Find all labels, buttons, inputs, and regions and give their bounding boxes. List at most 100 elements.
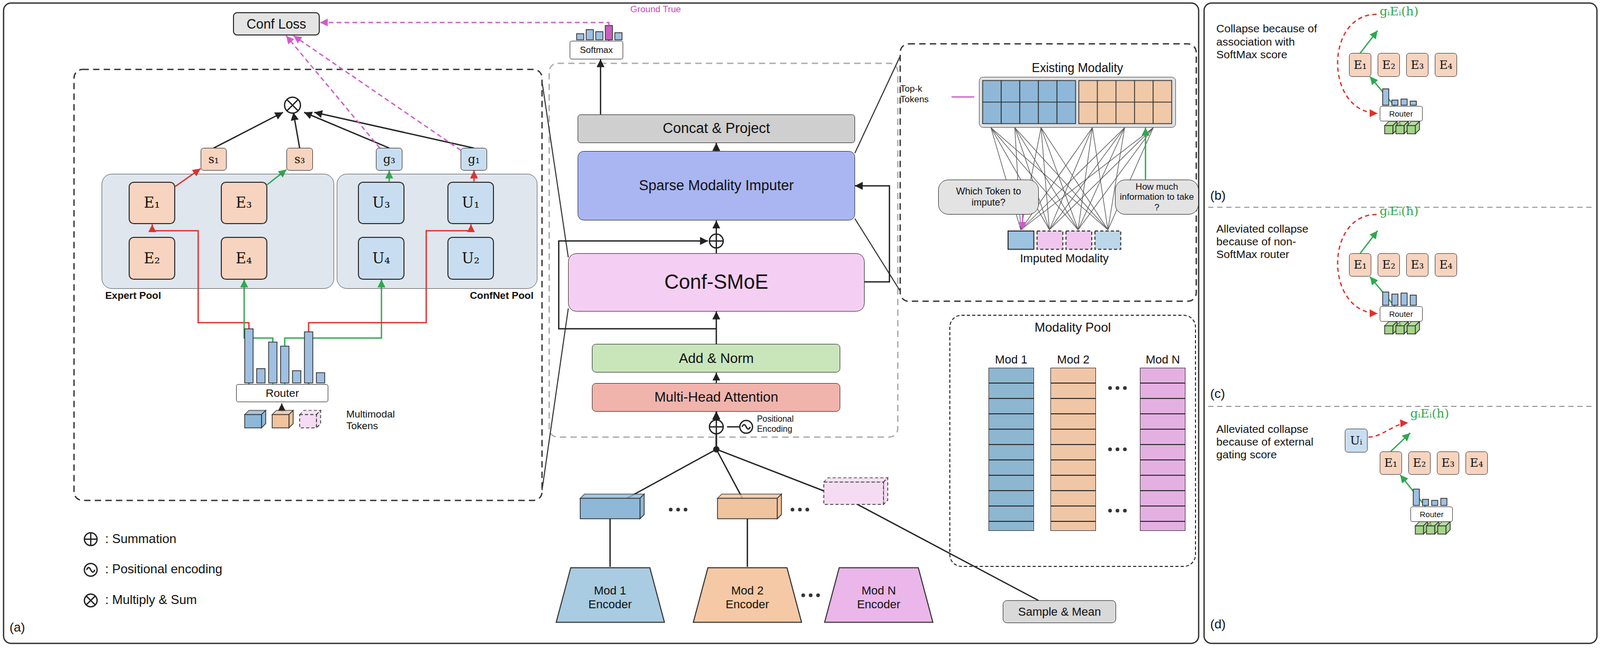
sample-box: Sample & Mean <box>1002 599 1117 623</box>
node-label: How much information to take ? <box>1119 181 1195 213</box>
ellipsis-dot <box>676 507 680 511</box>
expert-box: E₂ <box>1408 451 1431 475</box>
node-label: U₄ <box>372 249 391 267</box>
zoom-line <box>542 81 569 257</box>
node-label: Concat & Project <box>662 120 771 137</box>
score-bar <box>316 372 326 383</box>
modality-column: Mod 1 <box>988 367 1035 531</box>
attention-line <box>1014 127 1079 230</box>
token-cell <box>982 101 1002 124</box>
legend-entry: : Positional encoding <box>104 561 222 577</box>
product-line <box>213 112 284 148</box>
imputed-cell <box>1094 230 1121 250</box>
score-bar <box>244 328 254 383</box>
cube-front <box>1407 325 1416 334</box>
imputed-cell <box>1065 230 1092 250</box>
token-cell <box>982 80 1002 103</box>
panel-frame <box>1203 3 1597 643</box>
token-cube <box>580 493 645 519</box>
token-grid <box>1006 229 1123 251</box>
token-cube <box>1396 121 1409 134</box>
node-label: Modality Pool <box>1034 319 1111 335</box>
imputer-box: Sparse Modality Imputer <box>577 150 855 221</box>
cube-front <box>1426 525 1435 534</box>
symbol-ring <box>84 593 97 607</box>
connector <box>715 311 718 345</box>
cube-side <box>777 493 782 519</box>
node-label: Softmax <box>579 45 613 56</box>
node-label: Which Token to impute? <box>945 185 1032 208</box>
node-label: Mod N <box>1145 352 1181 366</box>
cube-front <box>1415 525 1424 534</box>
imputed-modality: Imputed Modality <box>1006 229 1123 251</box>
pos-symbol <box>739 420 753 434</box>
connector <box>284 279 382 384</box>
cube-side <box>883 477 888 505</box>
expert-box: E₃ <box>1406 253 1429 277</box>
node-label: E₄ <box>235 249 253 267</box>
token-grid <box>979 77 1175 127</box>
score-bar <box>1422 498 1429 506</box>
cube-front <box>1407 125 1416 134</box>
node-label: Router <box>265 386 300 400</box>
score-bar <box>1391 100 1399 106</box>
ellipsis-dot <box>1122 385 1127 390</box>
legend-entry: : Multiply & Sum <box>104 591 197 607</box>
token-cube <box>823 477 888 505</box>
smoe-box: Conf-SMoE <box>568 253 865 312</box>
node-label: E₂ <box>1382 257 1396 272</box>
token-cell <box>1019 101 1039 124</box>
cube-front <box>1437 525 1446 534</box>
symbol-stroke <box>86 595 96 605</box>
token-cube <box>1415 521 1428 534</box>
panel-label: (d) <box>1210 616 1226 632</box>
modality-column: Mod N <box>1139 367 1186 531</box>
expert-pool: Expert PoolE₁E₃E₂E₄ <box>101 173 335 290</box>
score-bar <box>1410 101 1417 106</box>
token-cube <box>1384 121 1397 134</box>
block-frame <box>549 63 898 437</box>
expert-box: E₂ <box>128 236 176 280</box>
score-bar <box>1382 291 1389 305</box>
node-label: Existing Modality <box>1031 60 1124 75</box>
node-label: E₃ <box>1410 58 1425 72</box>
node-label: s₃ <box>294 152 305 166</box>
cube-top <box>580 493 645 499</box>
connector <box>293 35 461 150</box>
expert-box: E₂ <box>1377 52 1400 77</box>
connector <box>715 372 718 383</box>
sum-symbol <box>709 234 724 248</box>
node-label: Imputed Modality <box>1020 251 1110 265</box>
imputed-cell <box>1008 230 1035 250</box>
token-cube <box>299 409 321 428</box>
expert-box: E₁ <box>1349 253 1372 277</box>
score-box: g₃ <box>375 147 403 170</box>
merge-dot <box>713 445 720 453</box>
ellipsis-dot <box>1115 508 1120 512</box>
ellipsis-dot <box>801 592 806 597</box>
ellipsis-dot <box>1108 508 1112 512</box>
section-divider <box>1208 405 1594 407</box>
gating-formula: gᵢEᵢ(h) <box>1379 4 1419 19</box>
concat-box: Concat & Project <box>577 114 855 143</box>
symbol-ring <box>709 419 724 434</box>
cube-side <box>1445 521 1451 534</box>
cube-front <box>299 414 317 428</box>
panel-note: Alleviated collapse because of non-SoftM… <box>1216 222 1327 261</box>
score-box: s₃ <box>286 147 313 170</box>
node-label: U₂ <box>461 249 480 267</box>
attention-line <box>1014 127 1050 230</box>
node-label: E₄ <box>1439 257 1453 272</box>
score-box: s₁ <box>200 147 228 170</box>
attention-line <box>1020 127 1041 230</box>
connector <box>285 35 380 148</box>
encoder-outline <box>824 567 933 622</box>
connector <box>715 142 718 151</box>
zoom-line <box>855 56 901 154</box>
token-cell <box>1001 80 1020 103</box>
softmax-box: Softmax <box>569 40 624 60</box>
symbol-stroke <box>286 99 299 111</box>
gating-link <box>1368 422 1409 437</box>
symbol-stroke <box>86 595 96 605</box>
expert-box: U₂ <box>447 236 494 280</box>
